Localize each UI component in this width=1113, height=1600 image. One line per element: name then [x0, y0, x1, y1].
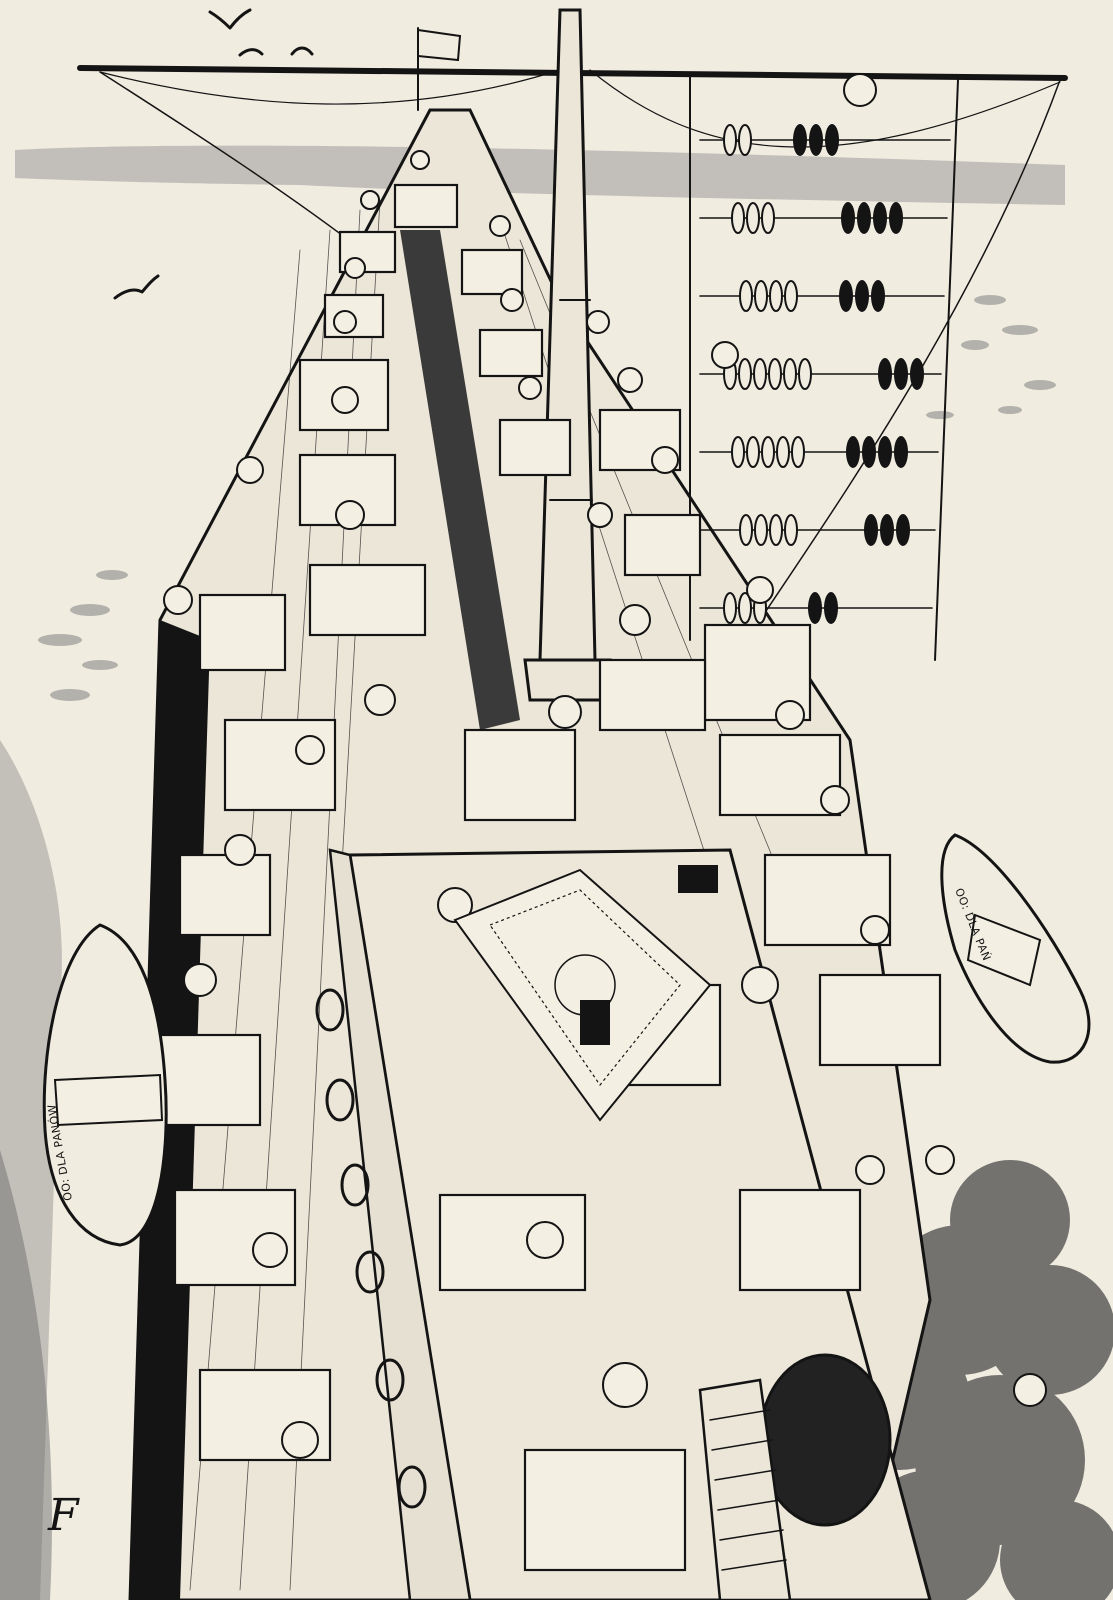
abacus-bead-dark: [873, 202, 887, 234]
pupils: [163, 73, 1047, 1459]
abacus-bead-dark: [793, 124, 807, 156]
artist-signature: F: [47, 1490, 80, 1541]
abacus-bead-light: [738, 124, 752, 156]
portholes: [315, 988, 427, 1509]
birds: [113, 8, 314, 300]
abacus-bead-light: [746, 202, 760, 234]
abacus-bead-light: [761, 202, 775, 234]
abacus-bead-light: [768, 358, 782, 390]
abacus-bead-dark: [862, 436, 876, 468]
abacus: [689, 74, 959, 661]
abacus-bead-light: [723, 592, 737, 624]
abacus-bead-dark: [894, 358, 908, 390]
abacus-bead-dark: [855, 280, 869, 312]
abacus-bead-light: [739, 280, 753, 312]
abacus-bead-light: [739, 514, 753, 546]
abacus-bead-light: [731, 202, 745, 234]
abacus-bead-dark: [825, 124, 839, 156]
abacus-bead-light: [738, 358, 752, 390]
abacus-bead-dark: [889, 202, 903, 234]
abacus-bead-dark: [871, 280, 885, 312]
abacus-bead-light: [746, 436, 760, 468]
lifeboat-left: OO: DLA PANÓW: [42, 923, 168, 1247]
abacus-bead-light: [791, 436, 805, 468]
abacus-bead-light: [731, 436, 745, 468]
abacus-bead-dark: [864, 514, 878, 546]
abacus-bead-dark: [857, 202, 871, 234]
mast: [523, 8, 612, 702]
abacus-bead-dark: [894, 436, 908, 468]
abacus-bead-dark: [880, 514, 894, 546]
abacus-bead-dark: [846, 436, 860, 468]
abacus-bead-light: [769, 514, 783, 546]
sea-wash: [0, 145, 1065, 1600]
abacus-bead-dark: [808, 592, 822, 624]
carpet: [453, 865, 718, 1122]
abacus-bead-light: [783, 358, 797, 390]
abacus-bead-dark: [910, 358, 924, 390]
flag: [417, 27, 462, 111]
abacus-bead-dark: [878, 436, 892, 468]
abacus-bead-dark: [824, 592, 838, 624]
abacus-bead-light: [753, 358, 767, 390]
abacus-bead-dark: [809, 124, 823, 156]
desks: [158, 183, 942, 1572]
abacus-bead-dark: [841, 202, 855, 234]
abacus-bead-dark: [839, 280, 853, 312]
abacus-bead-light: [738, 592, 752, 624]
abacus-bead-light: [798, 358, 812, 390]
abacus-bead-light: [754, 514, 768, 546]
abacus-bead-light: [761, 436, 775, 468]
abacus-bead-light: [784, 514, 798, 546]
lifeboat-right: OO: DLA PAŃ: [940, 833, 1091, 1064]
abacus-bead-light: [754, 280, 768, 312]
abacus-bead-light: [784, 280, 798, 312]
abacus-bead-light: [776, 436, 790, 468]
abacus-bead-dark: [896, 514, 910, 546]
abacus-bead-light: [723, 124, 737, 156]
funnel: [698, 1353, 892, 1600]
abacus-bead-dark: [878, 358, 892, 390]
abacus-bead-light: [769, 280, 783, 312]
